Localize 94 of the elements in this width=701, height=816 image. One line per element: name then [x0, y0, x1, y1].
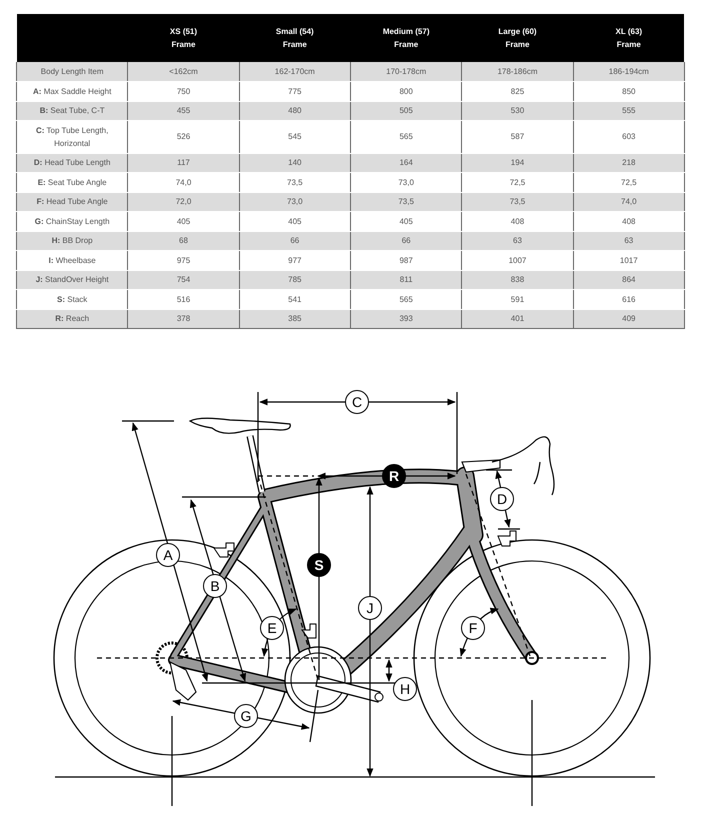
table-cell: 162-170cm [239, 62, 350, 81]
row-header: I: Wheelbase [16, 250, 128, 270]
table-cell: 66 [350, 231, 462, 250]
callout-letter: H [393, 677, 417, 701]
table-cell: 73,5 [350, 192, 462, 211]
table-cell: 530 [462, 101, 574, 120]
column-header: XS (51) Frame [128, 14, 240, 62]
table-cell: 587 [462, 120, 574, 153]
table-cell: 68 [128, 231, 240, 250]
table-cell: 825 [462, 81, 574, 101]
table-cell: 850 [573, 81, 684, 101]
table-cell: 505 [350, 101, 462, 120]
callout-letter: R [382, 464, 406, 488]
callout-letter: F [461, 616, 485, 640]
callout-letter: E [260, 616, 284, 640]
table-cell: 754 [128, 270, 240, 289]
table-cell: 526 [128, 120, 240, 153]
table-cell: 73,5 [239, 172, 350, 192]
table-cell: 864 [573, 270, 684, 289]
table-cell: 63 [462, 231, 574, 250]
row-header: S: Stack [16, 289, 128, 309]
callout-letter: S [307, 553, 331, 577]
row-header: G: ChainStay Length [16, 211, 128, 231]
table-cell: 838 [462, 270, 574, 289]
row-header: Body Length Item [16, 62, 128, 81]
table-cell: 63 [573, 231, 684, 250]
callout-letter: C [345, 390, 369, 414]
table-cell: 140 [239, 153, 350, 172]
callout-letter: B [203, 574, 227, 598]
row-header: C: Top Tube Length, Horizontal [16, 120, 128, 153]
table-cell: 73,0 [350, 172, 462, 192]
table-cell: 194 [462, 153, 574, 172]
table-cell: 775 [239, 81, 350, 101]
table-cell: 785 [239, 270, 350, 289]
table-cell: 565 [350, 120, 462, 153]
callout-letter: J [358, 596, 382, 620]
table-cell: 480 [239, 101, 350, 120]
table-cell: 1007 [462, 250, 574, 270]
row-header: D: Head Tube Length [16, 153, 128, 172]
table-cell: 74,0 [128, 172, 240, 192]
table-cell: 405 [128, 211, 240, 231]
table-cell: 616 [573, 289, 684, 309]
table-cell: 393 [350, 309, 462, 328]
table-cell: 73,0 [239, 192, 350, 211]
row-header: A: Max Saddle Height [16, 81, 128, 101]
row-header: R: Reach [16, 309, 128, 328]
callout-letter: D [490, 487, 514, 511]
table-cell: 385 [239, 309, 350, 328]
table-cell: 186-194cm [573, 62, 684, 81]
table-cell: 977 [239, 250, 350, 270]
table-cell: 178-186cm [462, 62, 574, 81]
table-cell: 409 [573, 309, 684, 328]
table-cell: 800 [350, 81, 462, 101]
callout-letter: A [156, 543, 180, 567]
table-cell: 541 [239, 289, 350, 309]
table-cell: 378 [128, 309, 240, 328]
table-cell: 811 [350, 270, 462, 289]
table-cell: 975 [128, 250, 240, 270]
table-cell: 66 [239, 231, 350, 250]
table-cell: 516 [128, 289, 240, 309]
row-header: H: BB Drop [16, 231, 128, 250]
table-cell: 401 [462, 309, 574, 328]
table-cell: 117 [128, 153, 240, 172]
column-header: XL (63) Frame [573, 14, 684, 62]
table-cell: <162cm [128, 62, 240, 81]
table-cell: 74,0 [573, 192, 684, 211]
table-cell: 408 [573, 211, 684, 231]
table-cell: 555 [573, 101, 684, 120]
callout-letter: G [234, 704, 258, 728]
table-cell: 170-178cm [350, 62, 462, 81]
column-header: Small (54) Frame [239, 14, 350, 62]
row-header: J: StandOver Height [16, 270, 128, 289]
table-cell: 72,5 [573, 172, 684, 192]
table-cell: 750 [128, 81, 240, 101]
table-cell: 72,5 [462, 172, 574, 192]
row-header: B: Seat Tube, C-T [16, 101, 128, 120]
table-cell: 1017 [573, 250, 684, 270]
table-cell: 72,0 [128, 192, 240, 211]
table-cell: 408 [462, 211, 574, 231]
table-cell: 455 [128, 101, 240, 120]
table-cell: 603 [573, 120, 684, 153]
table-cell: 405 [239, 211, 350, 231]
table-cell: 987 [350, 250, 462, 270]
table-cell: 405 [350, 211, 462, 231]
table-cell: 164 [350, 153, 462, 172]
table-cell: 591 [462, 289, 574, 309]
column-header: Medium (57) Frame [350, 14, 462, 62]
table-cell: 73,5 [462, 192, 574, 211]
row-header: E: Seat Tube Angle [16, 172, 128, 192]
row-header: F: Head Tube Angle [16, 192, 128, 211]
table-cell: 565 [350, 289, 462, 309]
column-header: Large (60) Frame [462, 14, 574, 62]
table-cell: 545 [239, 120, 350, 153]
table-cell: 218 [573, 153, 684, 172]
